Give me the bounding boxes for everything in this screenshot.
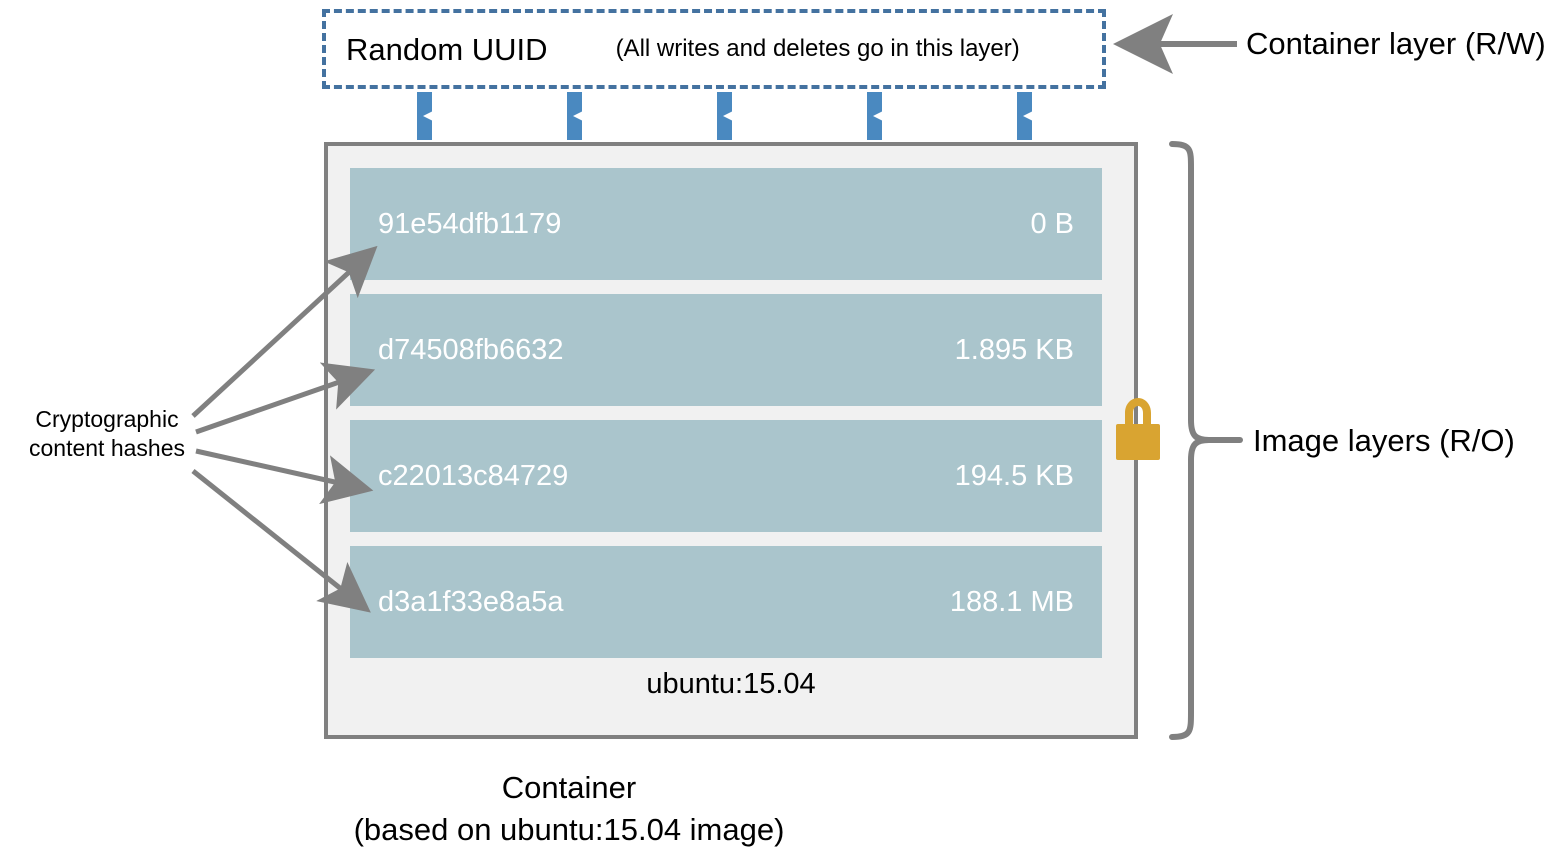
container-caption: Container (based on ubuntu:15.04 image) (0, 767, 1138, 851)
image-layers-annotation: Image layers (R/O) (1253, 423, 1515, 458)
layer-size: 194.5 KB (954, 459, 1074, 492)
layer-size: 0 B (1030, 207, 1074, 240)
layer-size: 1.895 KB (954, 333, 1074, 366)
connector-arrow-3-icon (717, 92, 732, 140)
connector-arrow-5-icon (1017, 92, 1032, 140)
connector-arrow-1-icon (417, 92, 432, 140)
image-layer-row[interactable]: d74508fb6632 1.895 KB (350, 294, 1102, 406)
connector-arrow-4-icon (867, 92, 882, 140)
image-layers-box: 91e54dfb1179 0 B d74508fb6632 1.895 KB c… (324, 142, 1138, 739)
container-layer-box: Random UUID (All writes and deletes go i… (322, 9, 1106, 89)
layer-hash: d74508fb6632 (378, 333, 564, 366)
caption-line2: (based on ubuntu:15.04 image) (353, 811, 785, 847)
image-layer-row[interactable]: d3a1f33e8a5a 188.1 MB (350, 546, 1102, 658)
container-layer-note: (All writes and deletes go in this layer… (615, 35, 1020, 62)
random-uuid-label: Random UUID (346, 31, 548, 67)
layer-hash: d3a1f33e8a5a (378, 585, 564, 618)
image-layer-row[interactable]: 91e54dfb1179 0 B (350, 168, 1102, 280)
layer-hash: c22013c84729 (378, 459, 569, 492)
layer-size: 188.1 MB (949, 585, 1074, 618)
image-tag-label: ubuntu:15.04 (646, 668, 816, 700)
caption-line1: Container (501, 770, 637, 805)
connector-arrow-2-icon (567, 92, 582, 140)
image-layers-brace (1169, 141, 1210, 740)
crypto-hashes-line2: content hashes (28, 435, 185, 462)
crypto-hashes-line1: Cryptographic (35, 406, 179, 432)
container-layer-annotation: Container layer (R/W) (1246, 26, 1546, 61)
cryptographic-hashes-annotation: Cryptographic content hashes (18, 405, 196, 464)
layer-hash: 91e54dfb1179 (378, 207, 562, 240)
lock-icon (1116, 398, 1160, 460)
image-layer-row[interactable]: c22013c84729 194.5 KB (350, 420, 1102, 532)
